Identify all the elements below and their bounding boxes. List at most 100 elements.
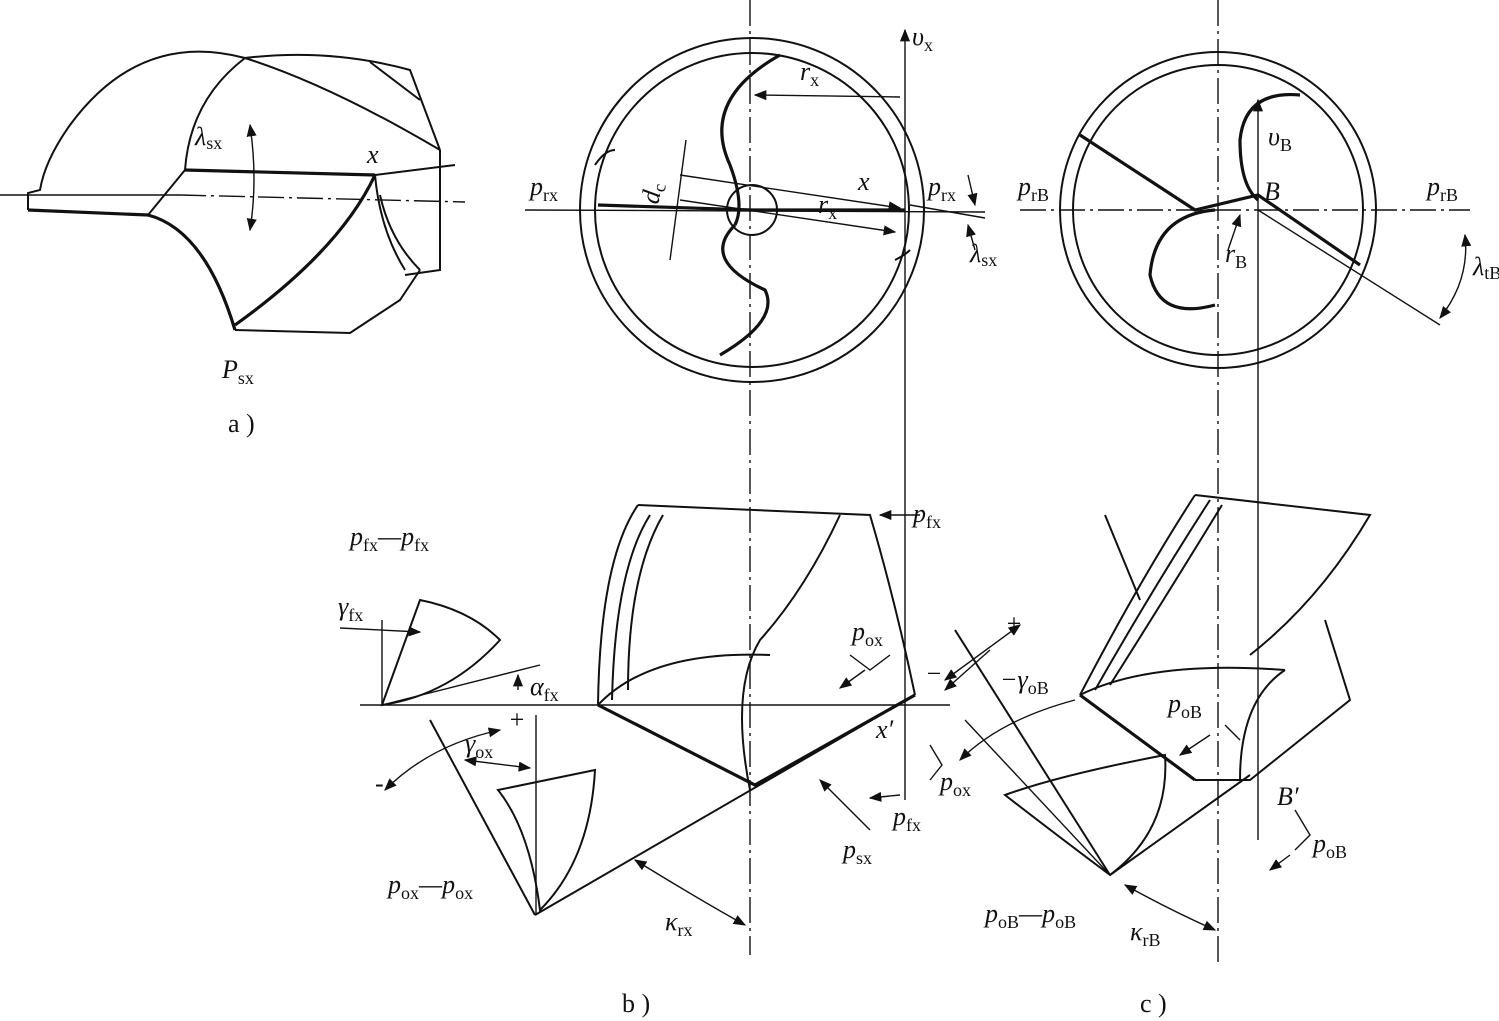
point-edge-c [1079,693,1196,782]
label-p-rx-left: prx [528,172,558,205]
view-a-drill-tip [0,50,466,335]
ref-line-c [954,629,1111,876]
pox-symbol-mid-b [929,744,943,781]
label-minus-b: - [375,769,384,798]
psx-arrow-b [819,779,871,831]
flute-curve-2-a [379,194,421,271]
margin-mark-a [369,61,421,101]
kappa-arc-b [633,859,747,926]
pox-arrow-top-b [838,669,866,689]
flute-edge-a [184,57,246,171]
flute-lower-c [1148,208,1216,311]
flute-lower-b [719,223,770,357]
outline-bottom-a [234,269,421,335]
margin-left-b [594,149,616,166]
flute-arc-c [1079,666,1286,696]
label-v-B: υB [1268,122,1292,155]
flute-edge-b [741,514,841,791]
body-left-c [1079,494,1196,696]
lip-lower-a [27,208,237,331]
margin-curve-a [244,57,441,151]
label-gamma-oB: −γoB [1000,665,1049,698]
section-poB-c [1002,753,1167,877]
label-lambda-sx-a: λsx [194,122,222,153]
section-pfx-b [380,598,502,707]
flank-curve-a [234,174,377,327]
gamma-fx-arrow-b [339,626,422,637]
label-p-fx-bot: pfx [891,802,921,835]
label-gamma-ox: γox [465,729,493,762]
lambda-arrow-1-b [967,174,978,207]
gamma-oB-arc-c [959,699,1076,761]
centerline-a [179,194,466,203]
kappa-arc-c [1123,884,1217,931]
label-alpha-fx: αfx [530,672,559,705]
label-lambda-sx-b: λsx [969,239,997,270]
margin-right-b [894,249,911,261]
label-p-rB-right: prB [1425,172,1458,205]
caption-a: a ) [228,409,255,438]
label-p-oB-top: poB [1166,689,1202,722]
poB-axis-c [964,719,1111,876]
label-x-b: x [857,167,870,196]
body-right-c [1195,619,1352,781]
margin-line-2-c [1109,504,1223,686]
poB-symbol-right-c [1294,809,1311,851]
caption-c: c ) [1140,989,1167,1018]
margin-line-1-c [1094,499,1211,691]
pox-symbol-top-b [849,654,891,671]
label-plus-b: + [508,705,526,734]
view-c-end-view [1020,0,1472,965]
sign-arc-b [384,727,502,791]
rx-line-2 [679,199,897,236]
lambda-arrow-2-b [966,223,976,251]
label-p-rB-left: prB [1016,172,1049,205]
margin-line-2-b [627,514,664,691]
poB-symbol-top-c [1224,724,1241,741]
cutting-edge-a [184,168,376,177]
chisel-edge-a [147,169,186,216]
rx-dim-top [753,90,901,101]
flute-upper-b [720,53,781,226]
label-v-x: υx [912,22,933,55]
view-c-side [943,494,1372,931]
outline-upper-a [27,50,441,210]
cutting-edge-c-side [1109,774,1251,876]
poB-arrow-top-c [1178,734,1211,756]
caption-b: b ) [622,989,650,1018]
label-poB-poB: poB—poB [983,899,1076,932]
section-pox-b [496,768,597,913]
cutting-edge-ext-a [374,164,456,176]
label-r-x-top: rx [800,57,819,90]
label-p-fx-top: pfx [911,499,941,532]
label-r-x-mid: rx [818,190,837,223]
lambda-tb-line-c [1257,209,1441,326]
label-d-c: dc [636,180,670,206]
label-p-ox-mid: pox [938,767,971,800]
alpha-line-b [381,664,541,706]
label-kappa-rx: κrx [665,907,692,940]
label-x-a: x [366,140,379,169]
pfx-arrow-bot-b [868,791,901,802]
label-B: B [1264,177,1280,206]
point-edges-b [597,693,916,787]
label-pfx-pfx: pfx—pfx [348,522,429,555]
label-lambda-tB: λtB [1472,252,1499,283]
flute-curve-1-a [374,174,406,271]
flute-upper-c [1238,92,1301,202]
flute-arc-b [597,653,771,706]
view-b-end-view [524,0,986,955]
lambda-line-b [909,204,986,219]
label-p-sx: psx [841,835,872,868]
label-P-sx: Psx [221,355,254,388]
dc-dim-b [669,139,687,261]
label-r-B: rB [1225,239,1247,272]
body-left-b [597,504,639,706]
upper-left-c [1104,514,1141,601]
body-top-b [637,504,916,696]
label-kappa-rB: κrB [1130,917,1160,950]
label-pox-pox: pox—pox [386,870,473,903]
label-gamma-fx: γfx [338,592,363,625]
